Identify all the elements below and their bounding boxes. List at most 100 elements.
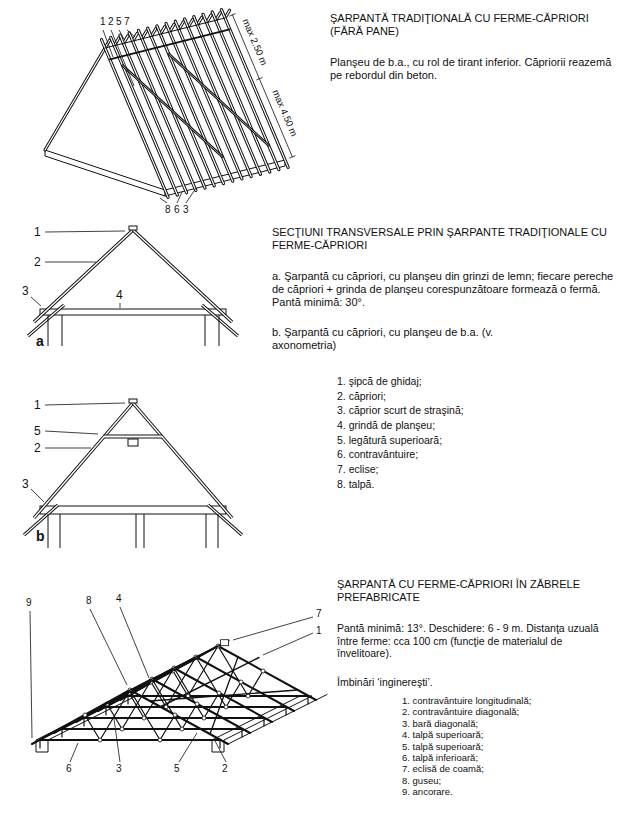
section-letter: b <box>36 528 45 545</box>
ridge-splice <box>221 640 229 646</box>
description-text: Îmbinări ‘inginereşti’. <box>337 676 433 689</box>
eave-rafter <box>202 305 238 336</box>
leader-line <box>45 262 96 263</box>
anchor <box>105 707 106 715</box>
wall <box>62 315 63 346</box>
leader-line <box>160 198 167 203</box>
leader-line <box>127 30 135 37</box>
callout-number: 7 <box>124 16 130 28</box>
wall <box>219 315 220 346</box>
gusset <box>261 669 265 673</box>
ridge-line <box>123 641 229 694</box>
rafter-roof-axonometry <box>45 10 295 198</box>
callout-number: 5 <box>116 16 122 28</box>
gable-rafter <box>45 48 105 150</box>
part-list-item: 3. căprior scurt de straşină; <box>337 403 464 418</box>
web-member <box>85 715 100 740</box>
part-list-item: 7. eclise; <box>337 462 378 477</box>
prefabricated-truss-roof <box>32 640 327 752</box>
dimension-label: max 2.50 m <box>240 17 270 67</box>
rafter <box>133 230 232 322</box>
callout-number: 2 <box>34 255 41 269</box>
gusset <box>180 727 184 731</box>
gusset <box>239 680 243 684</box>
leader-line <box>45 431 98 434</box>
leader-line <box>120 607 149 678</box>
gusset <box>246 694 250 698</box>
tie-block <box>128 439 138 446</box>
guide-strip <box>129 226 137 230</box>
anchor <box>83 718 84 726</box>
callout-number: 1 <box>34 225 41 239</box>
anchor <box>241 729 242 737</box>
diagonal-brace <box>169 54 269 145</box>
section-letter: a <box>36 333 44 350</box>
gable-rafter <box>45 48 105 150</box>
web-member <box>100 690 130 740</box>
gusset <box>195 702 199 706</box>
rafter <box>111 37 178 195</box>
leader-line <box>31 297 41 306</box>
gusset <box>224 705 228 709</box>
leader-line <box>114 719 120 762</box>
collar-tie <box>104 436 162 438</box>
part-list-item: 4. grindă de planşeu; <box>337 418 435 433</box>
wall <box>206 514 207 548</box>
leader-line <box>45 403 125 405</box>
wall <box>144 514 145 548</box>
part-list-item: 1. şipcă de ghidaj; <box>337 374 422 389</box>
part-list-item: 3. bară diagonală; <box>402 718 478 729</box>
dimension-tick <box>230 14 236 16</box>
callout-number: 1 <box>316 625 322 637</box>
callout-number: 6 <box>66 763 72 775</box>
callout-number: 4 <box>116 288 123 302</box>
callout-number: 2 <box>222 763 228 775</box>
diagonal-brace <box>123 66 223 157</box>
floor-beam <box>40 309 226 315</box>
leader-line <box>31 489 44 502</box>
callout-number: 8 <box>165 204 171 216</box>
eave-rafter <box>28 305 64 336</box>
rafter <box>133 403 232 518</box>
anchor <box>307 696 308 704</box>
part-list-item: 8. talpă. <box>337 477 374 492</box>
section-heading: ŞARPANTĂ CU FERME-CĂPRIORI ÎN ZĂBRELE PR… <box>337 578 602 604</box>
anchor <box>127 696 128 704</box>
rafter <box>111 37 178 195</box>
part-list-item: 4. talpă superioară; <box>402 729 483 740</box>
leader-lines <box>30 30 313 762</box>
diagonal-brace <box>169 54 269 145</box>
guide-strip <box>129 399 137 403</box>
callout-number: 3 <box>116 763 122 775</box>
section-heading: ŞARPANTĂ TRADIŢIONALĂ CU FERME-CĂPRIORI … <box>330 12 618 38</box>
callout-number: 5 <box>34 424 41 438</box>
dimension-tick <box>257 78 263 80</box>
part-list-item: 2. contravântuire diagonală; <box>402 706 519 717</box>
rafter <box>129 33 196 191</box>
leader-line <box>70 743 78 762</box>
leader-line <box>45 231 125 232</box>
leader-line <box>103 30 113 57</box>
leader-line <box>214 739 226 762</box>
callout-number: 3 <box>183 204 189 216</box>
callout-number: 3 <box>22 477 29 491</box>
part-list-item: 8. guseu; <box>402 775 441 786</box>
part-list-item: 6. contravântuire; <box>337 447 418 462</box>
eave-rafter <box>202 305 238 336</box>
wall <box>218 514 219 548</box>
gusset <box>120 727 124 731</box>
diagonal-brace <box>150 690 298 701</box>
section-a <box>28 226 238 346</box>
anchor <box>39 740 40 748</box>
leader-line <box>186 188 196 203</box>
rafter <box>101 40 168 198</box>
rafter <box>34 230 133 322</box>
callout-number: 1 <box>34 398 41 412</box>
description-text: b. Şarpantă cu căpriori, cu planşeu de b… <box>272 326 527 352</box>
rafter <box>175 21 242 179</box>
rafter <box>148 28 215 186</box>
part-list-item: 5. legătură superioară; <box>337 433 442 448</box>
rafter <box>34 403 133 518</box>
gusset <box>202 716 206 720</box>
